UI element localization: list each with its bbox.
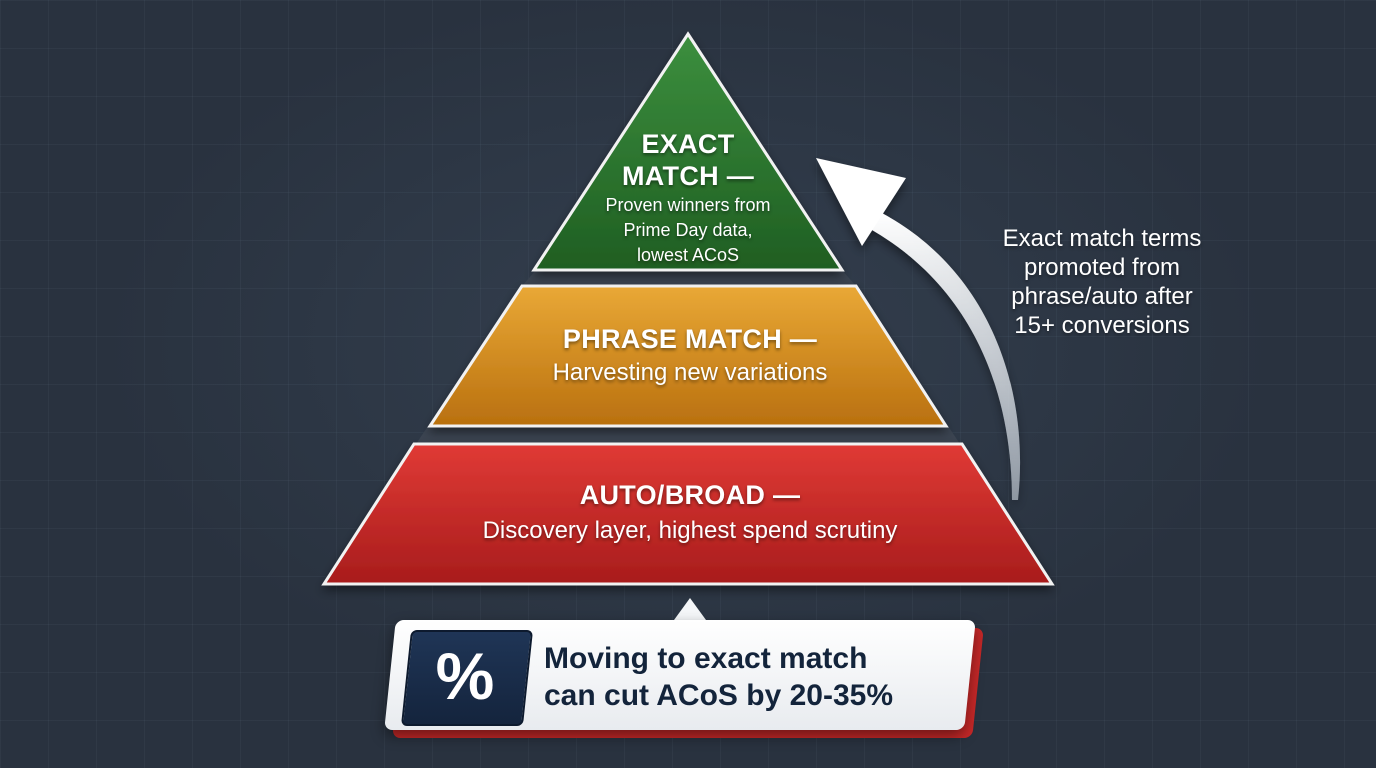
tier-exact-label: EXACT MATCH — Proven winners from Prime …: [560, 128, 816, 267]
tier-exact-desc-line2: Prime Day data,: [623, 220, 753, 240]
tier-exact-title-line2: MATCH —: [621, 161, 755, 191]
tier-phrase-title: PHRASE MATCH —: [562, 324, 818, 354]
tier-exact-desc-line3: lowest ACoS: [636, 245, 740, 265]
tier-auto-title: AUTO/BROAD —: [579, 480, 801, 510]
promotion-note-line1: Exact match terms: [1002, 225, 1202, 252]
tier-phrase-desc: Harvesting new variations: [552, 359, 828, 386]
tier-phrase-label: PHRASE MATCH — Harvesting new variations: [440, 324, 940, 387]
percent-icon: %: [435, 639, 495, 713]
callout-line2: can cut ACoS by 20-35%: [544, 679, 893, 712]
callout-line1: Moving to exact match: [544, 642, 868, 675]
tier-exact-match: [531, 31, 845, 272]
tier-auto-desc: Discovery layer, highest spend scrutiny: [482, 517, 898, 544]
promotion-note: Exact match terms promoted from phrase/a…: [962, 224, 1242, 340]
tier-auto-broad: [321, 442, 1055, 586]
tier-auto-label: AUTO/BROAD — Discovery layer, highest sp…: [330, 480, 1050, 545]
curved-up-arrow-icon: [816, 158, 1021, 500]
promotion-note-line3: phrase/auto after: [1011, 283, 1193, 310]
tier-exact-title-line1: EXACT: [641, 129, 735, 159]
promotion-note-line4: 15+ conversions: [1014, 312, 1190, 339]
tier-exact-desc-line1: Proven winners from: [605, 195, 771, 215]
tier-phrase-match: [427, 284, 949, 428]
tier-connector: [416, 426, 960, 444]
callout-text: Moving to exact match can cut ACoS by 20…: [544, 640, 964, 714]
callout-pointer: [674, 598, 706, 620]
tier-connector: [522, 270, 856, 286]
promotion-note-line2: promoted from: [1023, 254, 1181, 281]
acos-callout: % Moving to exact match can cut ACoS by …: [384, 620, 984, 738]
